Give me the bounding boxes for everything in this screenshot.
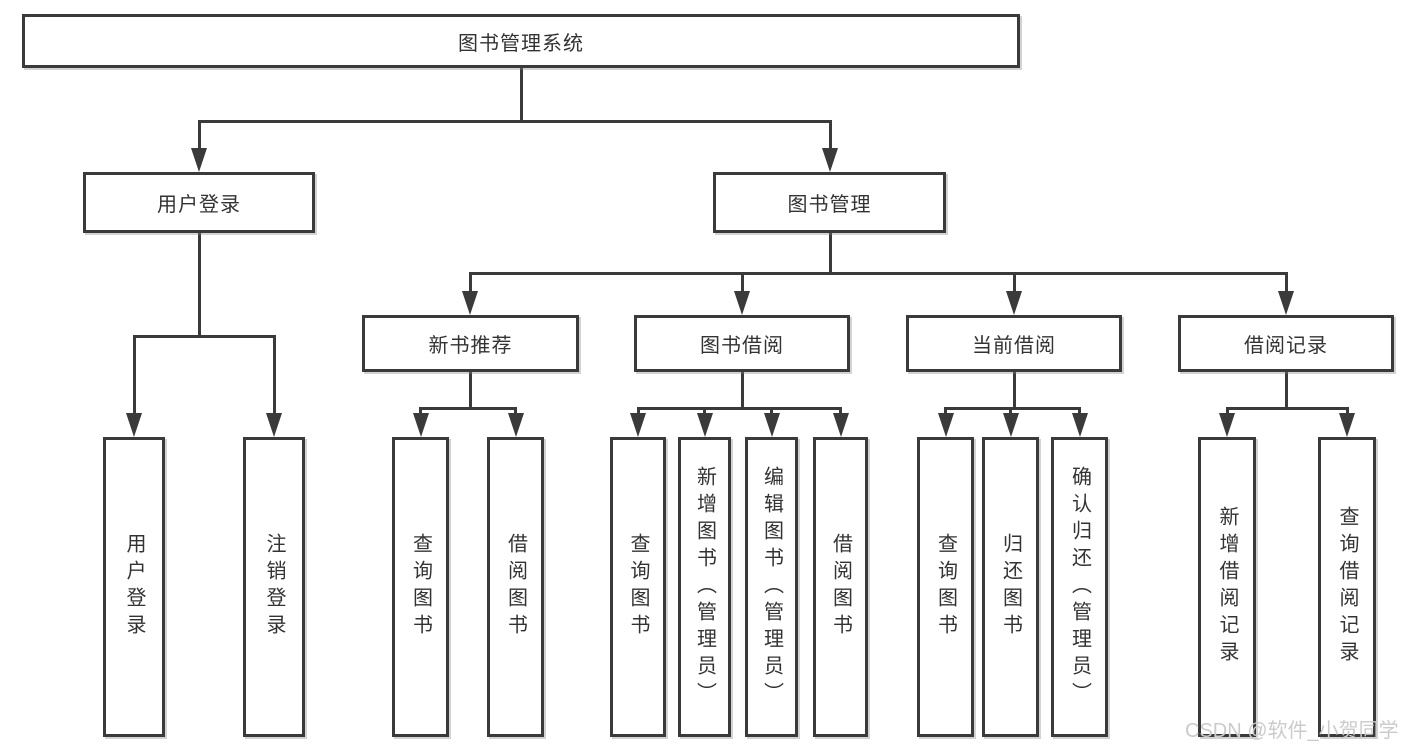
node-current-borrowing: 当前借阅 [906, 315, 1122, 372]
connector-root-branch [197, 120, 832, 123]
node-label: 图书借阅 [700, 335, 784, 357]
arrow-down-icon [937, 413, 954, 437]
node-borrowing-records: 借阅记录 [1178, 315, 1394, 372]
connector-drop-leaf [1225, 407, 1229, 413]
connector-drop-leaf [636, 407, 640, 413]
leaf-edit-books-admin: 编辑图书（管理员） [745, 437, 798, 737]
node-label: 图书管理系统 [458, 32, 584, 55]
connector-drop-leaf [1345, 407, 1349, 413]
node-book-borrowing: 图书借阅 [634, 315, 850, 372]
node-label: 查询图书 [409, 533, 432, 641]
node-label: 当前借阅 [972, 335, 1056, 357]
leaf-borrow-books-borrowing: 借阅图书 [813, 437, 868, 737]
arrow-down-icon [822, 148, 838, 172]
connector-user-login-branch [132, 335, 276, 338]
node-library-management-system: 图书管理系统 [22, 14, 1020, 68]
leaf-user-login: 用户登录 [103, 437, 165, 737]
leaf-add-books-admin: 新增图书（管理员） [678, 437, 731, 737]
connector-drop-level3 [1012, 272, 1016, 291]
connector-book-borrowing-stem [740, 372, 744, 407]
node-label: 查询图书 [934, 533, 957, 641]
connector-drop-level3 [740, 272, 744, 291]
connector-drop-leaf [944, 407, 947, 413]
leaf-confirm-return-admin: 确认归还（管理员） [1051, 437, 1108, 737]
node-label: 新增图书（管理员） [693, 465, 716, 709]
node-label: 注销登录 [263, 533, 285, 641]
connector-drop-leaf [132, 335, 136, 413]
leaf-query-books-recommend: 查询图书 [392, 437, 449, 737]
node-label: 归还图书 [999, 533, 1022, 641]
node-new-book-recommend: 新书推荐 [362, 315, 579, 372]
connector-current-borrowing-branch [944, 407, 1081, 410]
arrow-down-icon [507, 413, 524, 437]
arrow-down-icon [832, 413, 849, 437]
node-label: 借阅图书 [504, 533, 527, 641]
connector-drop-leaf [1009, 407, 1012, 413]
node-label: 确认归还（管理员） [1068, 465, 1091, 709]
connector-drop-level3 [1284, 272, 1288, 291]
arrow-down-icon [630, 413, 646, 437]
connector-drop-leaf [272, 335, 276, 413]
node-label: 新增借阅记录 [1216, 506, 1238, 668]
connector-drop-leaf [839, 407, 842, 413]
connector-borrowing-records-branch [1225, 407, 1349, 410]
arrow-down-icon [1339, 413, 1355, 437]
leaf-logout-login: 注销登录 [243, 437, 305, 737]
connector-drop-user-login [197, 120, 201, 148]
connector-borrowing-records-stem [1284, 372, 1288, 407]
node-label: 查询图书 [627, 533, 649, 641]
leaf-query-borrow-record: 查询借阅记录 [1318, 437, 1376, 737]
arrow-down-icon [126, 413, 142, 437]
arrow-down-icon [1002, 413, 1019, 437]
arrow-down-icon [1278, 291, 1294, 315]
arrow-down-icon [1219, 413, 1235, 437]
connector-drop-leaf [703, 407, 706, 413]
node-label: 编辑图书（管理员） [760, 465, 783, 709]
arrow-down-icon [266, 413, 282, 437]
connector-drop-level3 [468, 272, 472, 291]
connector-book-management-stem [828, 233, 832, 272]
connector-current-borrowing-stem [1012, 372, 1016, 407]
arrow-down-icon [412, 413, 429, 437]
leaf-query-books-current: 查询图书 [917, 437, 974, 737]
node-label: 用户登录 [157, 194, 241, 216]
connector-drop-leaf [514, 407, 517, 413]
arrow-down-icon [763, 413, 780, 437]
connector-book-borrowing-branch [636, 407, 842, 410]
node-label: 借阅记录 [1244, 335, 1328, 357]
node-label: 用户登录 [123, 533, 145, 641]
leaf-borrow-books-recommend: 借阅图书 [487, 437, 544, 737]
node-label: 新书推荐 [428, 335, 513, 357]
connector-root-stem [519, 68, 523, 120]
node-label: 借阅图书 [829, 533, 852, 641]
csdn-watermark: CSDN @软件_小贺同学 [1185, 720, 1399, 742]
leaf-add-borrow-record: 新增借阅记录 [1198, 437, 1256, 737]
connector-drop-leaf [419, 407, 422, 413]
arrow-down-icon [1006, 291, 1022, 315]
connector-book-management-branch [468, 272, 1288, 275]
leaf-return-books: 归还图书 [982, 437, 1039, 737]
arrow-down-icon [1071, 413, 1088, 437]
node-book-management: 图书管理 [713, 172, 946, 233]
arrow-down-icon [462, 291, 478, 315]
connector-drop-leaf [1078, 407, 1081, 413]
leaf-query-books-borrowing: 查询图书 [610, 437, 666, 737]
node-user-login: 用户登录 [83, 172, 315, 233]
connector-drop-book-management [828, 120, 832, 148]
connector-new-book-stem [468, 372, 472, 407]
connector-user-login-stem [197, 233, 201, 335]
arrow-down-icon [696, 413, 713, 437]
connector-drop-leaf [770, 407, 773, 413]
arrow-down-icon [734, 291, 750, 315]
node-label: 查询借阅记录 [1336, 506, 1358, 668]
arrow-down-icon [191, 148, 207, 172]
connector-new-book-branch [419, 407, 517, 410]
node-label: 图书管理 [787, 194, 872, 216]
